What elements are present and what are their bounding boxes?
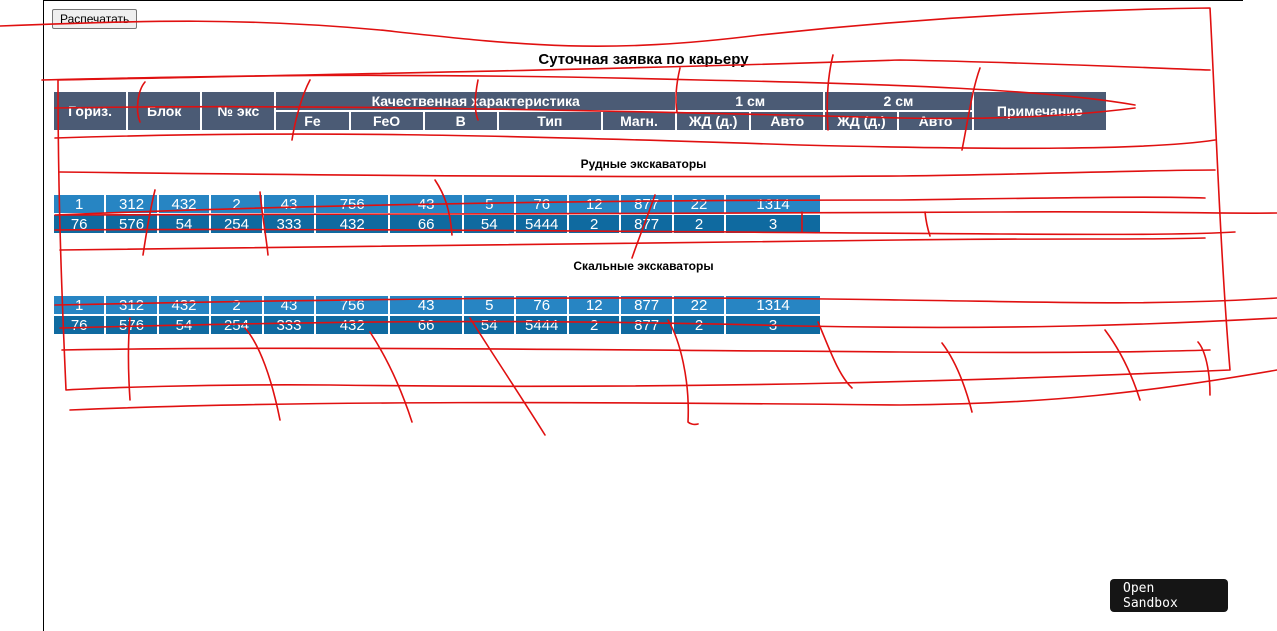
header-auto2: Авто xyxy=(899,112,972,130)
header-note: Примечание xyxy=(973,92,1106,130)
scribble-line xyxy=(369,331,413,423)
cell: 12 xyxy=(569,195,620,213)
section-title-rock: Скальные экскаваторы xyxy=(573,259,714,273)
cell: 66 xyxy=(390,316,463,334)
cell: 1314 xyxy=(726,195,820,213)
header-table: Гориз. Блок № экс Качественная характери… xyxy=(52,90,1108,132)
rock-excavators-table: 1 312 432 2 43 756 43 5 76 12 877 22 131… xyxy=(52,294,822,336)
cell: 5444 xyxy=(516,215,568,233)
cell: 2 xyxy=(569,215,620,233)
cell: 254 xyxy=(211,215,262,233)
cell: 12 xyxy=(569,296,620,314)
cell: 76 xyxy=(516,195,568,213)
cell: 877 xyxy=(621,296,672,314)
table-row: 1 312 432 2 43 756 43 5 76 12 877 22 131… xyxy=(54,195,820,213)
cell: 43 xyxy=(390,296,463,314)
header-block: Блок xyxy=(128,92,201,130)
cell: 333 xyxy=(263,215,315,233)
section-title-ore: Рудные экскаваторы xyxy=(580,157,707,171)
open-sandbox-button[interactable]: Open Sandbox xyxy=(1110,579,1228,612)
cell: 877 xyxy=(621,316,672,334)
header-fe: Fe xyxy=(276,112,349,130)
cell: 3 xyxy=(726,215,820,233)
cell: 2 xyxy=(673,215,725,233)
cell: 1 xyxy=(54,296,105,314)
table-row: 76 576 54 254 333 432 66 54 5444 2 877 2… xyxy=(54,215,820,233)
header-horiz: Гориз. xyxy=(54,92,127,130)
header-shift1: 1 см xyxy=(677,92,824,110)
cell: 76 xyxy=(54,215,105,233)
cell: 22 xyxy=(673,296,725,314)
scribble-line xyxy=(817,321,853,389)
cell: 43 xyxy=(263,195,315,213)
table-row: 76 576 54 254 333 432 66 54 5444 2 877 2… xyxy=(54,316,820,334)
scribble-line xyxy=(54,133,1216,150)
cell: 3 xyxy=(726,316,820,334)
cell: 576 xyxy=(106,215,157,233)
header-b: B xyxy=(424,112,497,130)
scribble-line xyxy=(61,347,1211,354)
print-button[interactable]: Распечатать xyxy=(52,9,138,29)
cell: 312 xyxy=(106,296,157,314)
header-magn: Магн. xyxy=(602,112,676,130)
cell: 54 xyxy=(464,215,515,233)
scribble-line xyxy=(69,369,1277,411)
cell: 5 xyxy=(464,296,515,314)
frame-left-border xyxy=(43,0,44,631)
cell: 333 xyxy=(263,316,315,334)
cell: 576 xyxy=(106,316,157,334)
cell: 2 xyxy=(211,296,262,314)
cell: 5 xyxy=(464,195,515,213)
header-rail1: ЖД (д.) xyxy=(677,112,750,130)
cell: 66 xyxy=(390,215,463,233)
cell: 432 xyxy=(316,316,389,334)
cell: 432 xyxy=(158,296,210,314)
scribble-line xyxy=(924,211,931,237)
cell: 43 xyxy=(390,195,463,213)
frame-top-border xyxy=(43,0,1243,1)
header-feo: FeO xyxy=(350,112,423,130)
cell: 254 xyxy=(211,316,262,334)
header-shift2: 2 см xyxy=(825,92,972,110)
cell: 877 xyxy=(621,195,672,213)
cell: 312 xyxy=(106,195,157,213)
header-auto1: Авто xyxy=(751,112,824,130)
cell: 1 xyxy=(54,195,105,213)
header-exc-no: № экс xyxy=(202,92,275,130)
scribble-line xyxy=(1104,329,1141,401)
scribble-line xyxy=(59,237,1206,251)
table-row: 1 312 432 2 43 756 43 5 76 12 877 22 131… xyxy=(54,296,820,314)
cell: 43 xyxy=(263,296,315,314)
scribble-line xyxy=(941,342,973,413)
cell: 2 xyxy=(569,316,620,334)
page-title: Суточная заявка по карьеру xyxy=(538,51,749,68)
cell: 432 xyxy=(316,215,389,233)
cell: 877 xyxy=(621,215,672,233)
cell: 76 xyxy=(54,316,105,334)
header-rail2: ЖД (д.) xyxy=(825,112,898,130)
ore-excavators-table: 1 312 432 2 43 756 43 5 76 12 877 22 131… xyxy=(52,193,822,235)
scribble-line xyxy=(1197,341,1211,396)
header-quality: Качественная характеристика xyxy=(276,92,676,110)
cell: 756 xyxy=(316,195,389,213)
cell: 2 xyxy=(211,195,262,213)
cell: 54 xyxy=(158,215,210,233)
cell: 2 xyxy=(673,316,725,334)
cell: 54 xyxy=(158,316,210,334)
cell: 1314 xyxy=(726,296,820,314)
cell: 54 xyxy=(464,316,515,334)
cell: 22 xyxy=(673,195,725,213)
cell: 76 xyxy=(516,296,568,314)
header-type: Тип xyxy=(498,112,601,130)
cell: 756 xyxy=(316,296,389,314)
cell: 432 xyxy=(158,195,210,213)
cell: 5444 xyxy=(516,316,568,334)
scribble-line xyxy=(244,327,281,421)
